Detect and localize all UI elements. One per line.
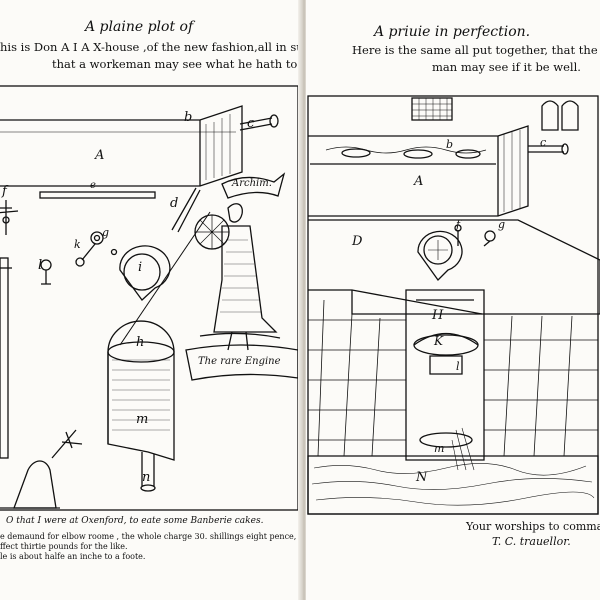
banner-archim xyxy=(221,172,286,199)
right-page-title: A priuie in perfection. xyxy=(374,24,531,40)
left-page-line-1: his is Don A I A X-house ,of the new fas… xyxy=(0,40,334,54)
pipe-e xyxy=(39,191,156,199)
right-label-g: g xyxy=(498,218,506,231)
window-lattice xyxy=(411,97,453,121)
left-label-k: k xyxy=(74,238,81,251)
engineer-coat xyxy=(213,225,278,333)
water-pool-N xyxy=(307,455,599,515)
left-label-e: e xyxy=(90,180,96,191)
pole-left xyxy=(0,257,9,459)
right-label-K: K xyxy=(434,334,443,348)
right-label-m: m xyxy=(434,442,445,455)
left-label-h: h xyxy=(136,335,145,350)
left-label-l: l xyxy=(38,258,43,273)
left-label-c: c xyxy=(247,116,255,131)
figure-with-cross xyxy=(13,460,57,509)
right-footnote-2: T. C. trauellor. xyxy=(492,535,571,548)
left-page: A plaine plot of his is Don A I A X-hous… xyxy=(0,19,352,561)
cistern-box xyxy=(0,105,243,187)
rod-d xyxy=(171,187,201,233)
pipe-n xyxy=(141,452,155,486)
right-label-N: N xyxy=(416,470,428,485)
window-arch-1 xyxy=(541,100,559,131)
left-footnote-1: O that I were at Oxenford, to eate some … xyxy=(6,516,264,526)
window-arch-2 xyxy=(561,100,579,131)
left-page-line-2: that a workeman may see what he hath to … xyxy=(52,57,319,71)
left-label-d: d xyxy=(170,196,179,211)
cistern-assembled xyxy=(308,125,529,217)
right-page-line-2: man may see if it be well. xyxy=(432,60,581,74)
left-label-m: m xyxy=(136,412,149,427)
left-label-g: g xyxy=(102,226,110,239)
left-footnote-3: ffect thirtie pounds for the like. xyxy=(0,542,128,551)
right-label-D: D xyxy=(352,234,363,249)
left-label-i: i xyxy=(138,260,143,275)
engineer-head xyxy=(227,203,243,223)
right-page-line-1: Here is the same all put together, that … xyxy=(352,43,600,57)
right-page: A priuie in perfection. Here is the same… xyxy=(306,0,600,600)
banner-archim-text: Archim. xyxy=(232,178,272,189)
left-plot-illustration xyxy=(0,85,299,511)
left-label-b: b xyxy=(184,110,193,125)
right-label-A: A xyxy=(414,174,424,189)
left-label-A: A xyxy=(95,148,105,163)
left-label-n: n xyxy=(142,470,151,485)
pit-H xyxy=(405,289,485,461)
right-footnote-1: Your worships to commaund xyxy=(466,520,600,533)
left-page-title: A plaine plot of xyxy=(85,19,194,35)
right-label-H: H xyxy=(432,308,444,323)
right-label-c: c xyxy=(540,136,547,149)
left-plot-frame xyxy=(0,85,299,511)
left-label-f: f xyxy=(2,184,7,199)
right-label-f: f xyxy=(456,218,461,231)
part-i xyxy=(119,245,171,301)
right-label-l: l xyxy=(456,360,460,373)
left-footnote-4: le is about halfe an inche to a foote. xyxy=(0,552,146,561)
seat-bowl xyxy=(417,230,463,282)
banner-engine-text: The rare Engine xyxy=(198,356,281,367)
right-privy-illustration xyxy=(307,95,600,515)
right-label-b: b xyxy=(446,138,454,151)
left-footnote-2: e demaund for elbow roome , the whole ch… xyxy=(0,532,352,541)
